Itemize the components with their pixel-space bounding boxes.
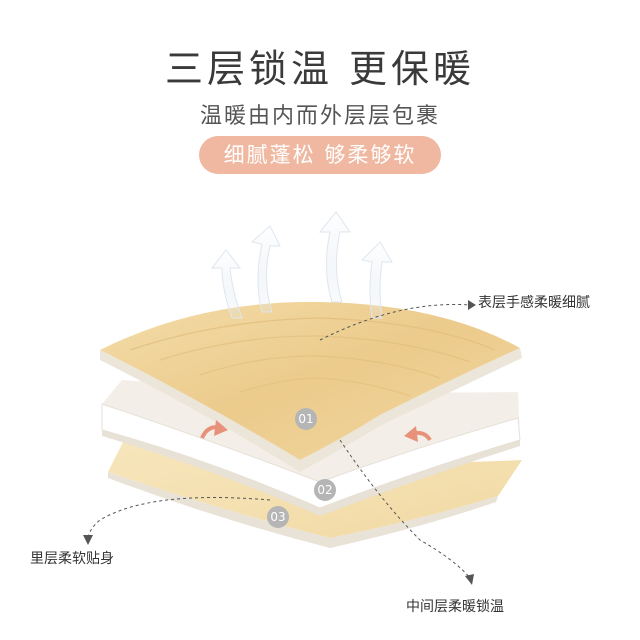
top-leader-line [319,303,471,341]
bottom-leader-arrowhead-icon [83,535,93,545]
top-layer-label: 表层手感柔暖细腻 [478,295,590,311]
badge-03: 03 [267,506,289,528]
svg-text:03: 03 [270,510,285,524]
middle-layer-label: 中间层柔暖锁温 [406,599,504,615]
top-layer [100,301,522,472]
badge-02: 02 [314,479,336,501]
right-curve-arrowhead-icon [404,426,418,442]
feature-pill: 细腻蓬松 够柔够软 [199,136,441,174]
page-title: 三层锁温 更保暖 [164,47,476,91]
middle-leader-arrowhead-icon [465,574,474,585]
page-subtitle: 温暖由内而外层层包裹 [199,104,440,129]
bottom-leader-line [87,497,271,541]
svg-text:02: 02 [317,483,332,497]
top-leader-arrowhead-icon [468,300,476,310]
svg-text:01: 01 [298,412,313,426]
badge-01: 01 [295,408,317,430]
warmth-arrows-icon [210,211,393,319]
left-curve-arrowhead-icon [214,420,228,436]
bottom-layer-label: 里层柔软贴身 [30,551,114,567]
